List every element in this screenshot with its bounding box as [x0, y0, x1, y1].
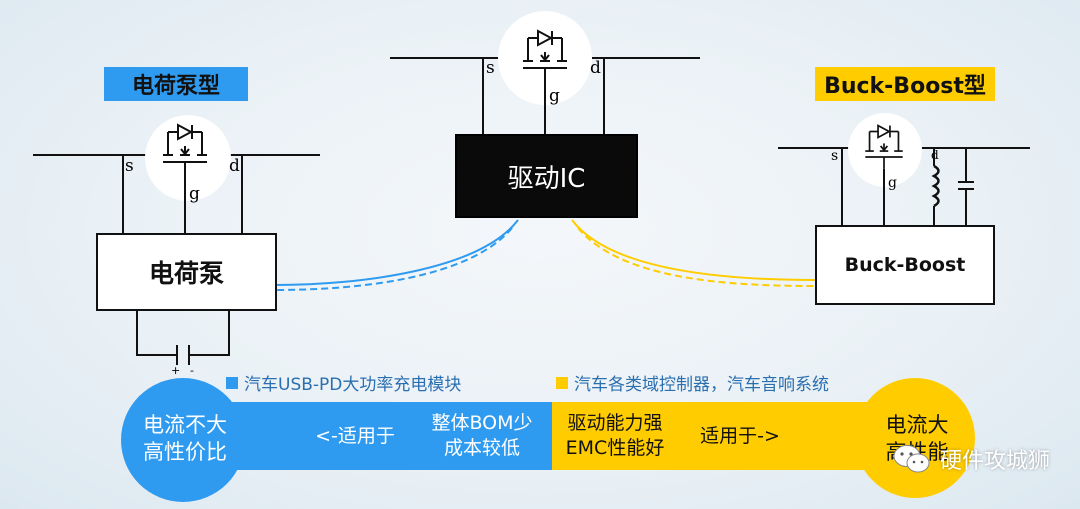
- circle-blue: [121, 378, 245, 502]
- right-arrow-text: 适用于->: [700, 425, 780, 447]
- driver-ic-box: 驱动IC: [455, 134, 638, 218]
- bb-pin-g: g: [888, 175, 897, 191]
- right-circle-line1: 电流大: [885, 413, 949, 437]
- legend-blue-swatch: [226, 376, 238, 389]
- bb-pin-d: d: [931, 148, 939, 162]
- cp-pin-s: s: [125, 156, 134, 176]
- watermark: 硬件攻城狮: [892, 443, 1050, 475]
- left-pro-line1: 整体BOM少: [431, 412, 533, 434]
- legend-blue: 汽车USB-PD大功率充电模块: [226, 370, 461, 395]
- buck-boost-type-tag: Buck-Boost型: [815, 67, 995, 101]
- left-arrow-text: <-适用于: [315, 425, 395, 447]
- ic-pin-d: d: [590, 58, 601, 78]
- cp-pin-g: g: [189, 184, 200, 204]
- legend-yellow-swatch: [556, 376, 568, 389]
- left-circle-text: 电流不大 高性价比: [130, 412, 240, 466]
- ic-pin-g: g: [549, 86, 560, 106]
- watermark-text: 硬件攻城狮: [939, 449, 1050, 474]
- driver-ic-circuit: [390, 11, 700, 135]
- legend-yellow-text: 汽车各类域控制器，汽车音响系统: [574, 375, 829, 395]
- legend-yellow: 汽车各类域控制器，汽车音响系统: [556, 370, 829, 395]
- charge-pump-box: 电荷泵: [96, 233, 277, 311]
- ic-pin-s: s: [486, 58, 495, 78]
- right-pros: 驱动能力强 EMC性能好: [556, 411, 674, 461]
- bb-pin-s: s: [831, 148, 839, 164]
- buck-boost-box: Buck-Boost: [815, 225, 995, 305]
- circle-yellow: [855, 378, 975, 498]
- cap-plus: +: [171, 364, 181, 377]
- charge-pump-circuit: [33, 115, 320, 365]
- buck-boost-circuit: [778, 113, 1030, 226]
- bar-yellow: [552, 402, 914, 470]
- right-pro-line2: EMC性能好: [565, 437, 665, 459]
- right-pro-line1: 驱动能力强: [567, 412, 663, 434]
- connector-yellow: [571, 219, 816, 287]
- left-pros: 整体BOM少 成本较低: [418, 411, 546, 461]
- left-circle-line2: 高性价比: [143, 440, 227, 464]
- legend-blue-text: 汽车USB-PD大功率充电模块: [244, 375, 462, 395]
- left-pro-line2: 成本较低: [443, 437, 520, 459]
- connector-blue: [274, 219, 519, 291]
- wechat-icon: [893, 445, 930, 473]
- left-circle-line1: 电流不大: [143, 413, 227, 437]
- charge-pump-type-tag: 电荷泵型: [104, 67, 248, 101]
- cap-minus: -: [190, 364, 194, 377]
- cp-pin-d: d: [229, 156, 240, 176]
